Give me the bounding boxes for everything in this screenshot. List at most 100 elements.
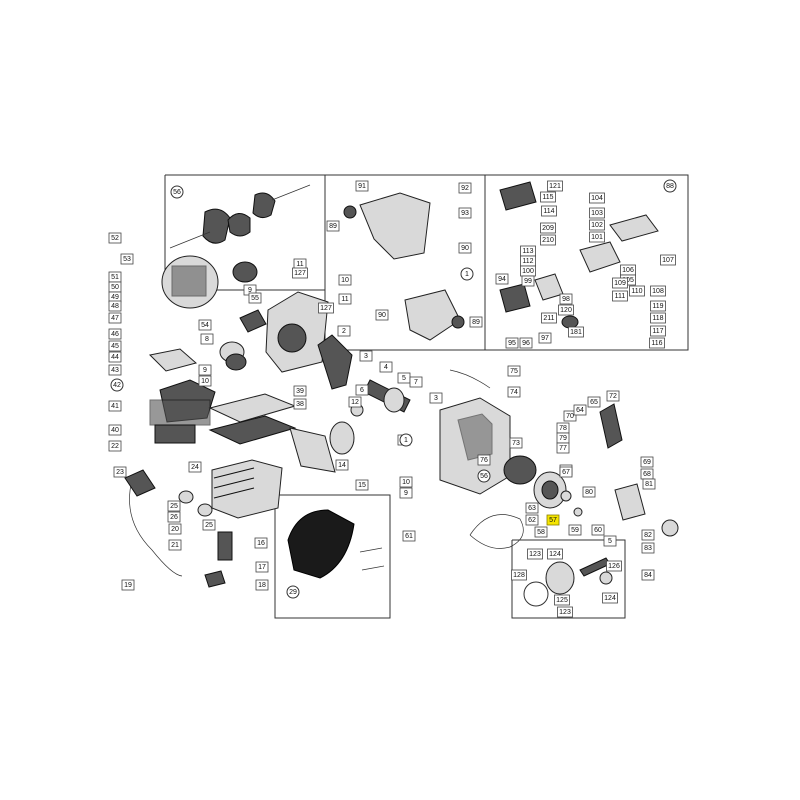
label-box [568,326,584,338]
label-text: 53 [123,256,131,263]
part-label-48: 48 [108,300,122,312]
label-box [642,478,656,490]
part-label-3: 3 [359,350,373,362]
label-text: 104 [591,195,603,202]
label-text: 120 [560,307,572,314]
part-label-90: 90 [458,242,472,254]
circled-reference-56: 56 [477,469,491,483]
label-text: 90 [461,245,469,252]
label-text: 73 [512,440,520,447]
label-text: 210 [542,237,554,244]
label-box [589,231,605,243]
label-box [202,519,216,531]
label-box [507,365,521,377]
part-label-16: 16 [254,537,268,549]
label-box [198,375,212,387]
label-box [650,312,666,324]
label-text: 111 [615,293,626,300]
label-box [589,207,605,219]
label-box [338,293,352,305]
label-box [338,274,352,286]
label-text: 10 [341,277,349,284]
label-text: 93 [461,210,469,217]
label-text: 61 [405,533,413,540]
part-label-19: 19 [121,579,135,591]
label-box [458,242,472,254]
label-box [355,479,369,491]
label-box [198,319,212,331]
air-filter-cover [287,509,385,579]
label-text: 98 [562,296,570,303]
part-label-111: 111 [612,290,628,302]
label-text: 41 [111,403,119,410]
piston-kit [523,557,613,607]
label-box [429,392,443,404]
crankcase-cover [265,291,353,390]
label-box [335,459,349,471]
label-text: 124 [549,551,561,558]
label-text: 74 [510,389,518,396]
label-text: 78 [559,425,567,432]
label-box [547,548,563,560]
part-label-5: 5 [397,372,411,384]
label-text: 21 [171,542,179,549]
part-label-9: 9 [399,487,413,499]
label-text: 89 [329,223,337,230]
label-text: 79 [559,435,567,442]
part-label-49: 49 [108,291,122,303]
part-label-57: 57 [546,514,560,526]
label-box [559,466,573,478]
label-box [525,514,539,526]
label-box [108,424,122,436]
part-label-117: 117 [650,325,666,337]
label-text: 106 [622,267,634,274]
label-box [589,192,605,204]
part-label-77: 77 [556,442,570,454]
label-text: 116 [651,340,662,347]
label-box [540,234,556,246]
label-box [375,309,389,321]
label-text: 45 [111,343,119,350]
label-box [606,390,620,402]
label-text: 9 [203,367,207,374]
label-text: 51 [111,274,119,281]
label-text: 68 [643,471,651,478]
label-text: 9 [248,287,252,294]
part-label-74: 74 [507,386,521,398]
part-label-61: 61 [402,530,416,542]
label-box [167,500,181,512]
label-text: 59 [571,527,579,534]
label-box [359,350,373,362]
label-box [402,530,416,542]
label-text: 57 [549,517,557,524]
label-text: 47 [111,315,119,322]
main-housing [439,397,511,495]
label-box [540,222,556,234]
label-box [547,180,563,192]
label-text: 113 [522,248,533,255]
label-box [379,361,393,373]
inset-frame-filter-cover [274,494,391,619]
label-text: 99 [524,278,532,285]
part-label-51: 51 [108,271,122,283]
label-text: 16 [257,540,265,547]
part-label-46: 46 [108,328,122,340]
label-box [458,207,472,219]
part-label-95: 95 [505,337,519,349]
label-text: 24 [191,464,199,471]
label-text: 102 [591,222,603,229]
flywheel-pieces [169,184,311,249]
part-label-22: 22 [108,440,122,452]
label-text: 14 [338,462,346,469]
label-box [612,277,628,289]
clutch-drum [503,403,679,537]
label-text: 4 [384,364,388,371]
circled-reference-1: 1 [460,267,474,281]
part-label-78: 78 [556,422,570,434]
label-text: 25 [170,503,178,510]
part-label-75: 75 [507,365,521,377]
part-label-24: 24 [188,461,202,473]
label-text: 91 [358,183,366,190]
label-box [108,351,122,363]
